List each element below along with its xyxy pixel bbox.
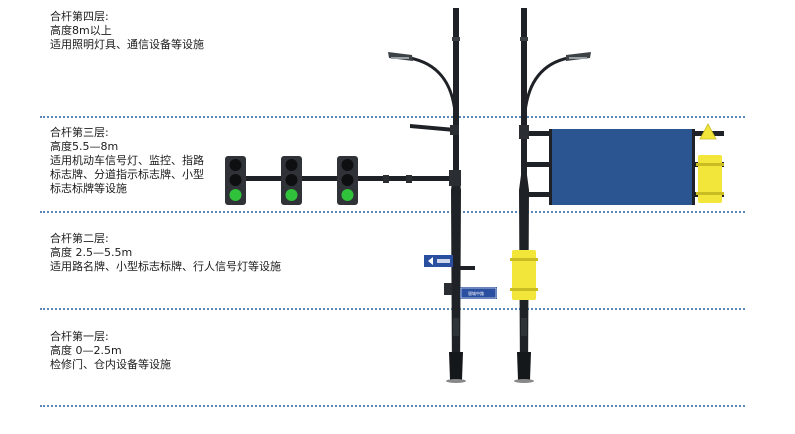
yellow-equipment-box-strap	[510, 258, 538, 261]
left-pole-base-shadow	[446, 379, 466, 383]
left-signal-arm-clamp	[406, 175, 412, 183]
layer-3-usage-line: 标志牌、分道指示标志牌、小型	[50, 168, 204, 181]
yellow-sign-strap	[696, 192, 724, 195]
traffic-signal	[337, 156, 358, 205]
signal-yellow-lamp-off	[229, 174, 242, 186]
layer-4-description: 合杆第四层: 高度8m以上 适用照明灯具、通信设备等设施	[50, 10, 204, 52]
pedestrian-signal-box	[444, 283, 452, 295]
right-lamp-head	[566, 52, 591, 61]
street-name-sign-text: 银城中路	[468, 290, 484, 296]
left-pole: 银城中路	[225, 8, 497, 383]
left-bracket-clamp	[450, 125, 459, 135]
right-lamp-arm	[523, 56, 569, 113]
signal-green-lamp	[229, 189, 242, 201]
layer-divider-2-1	[40, 308, 745, 310]
guide-sign-frame-post	[692, 129, 695, 205]
left-bracket-arm	[410, 124, 455, 132]
right-pole-base-shadow	[514, 379, 534, 383]
guide-sign-frame-post	[549, 129, 552, 205]
left-pole-access-door	[453, 318, 459, 336]
street-name-sign-border	[460, 287, 497, 299]
left-signal-arm-bracket	[449, 170, 461, 186]
layer-divider-base	[40, 405, 745, 407]
layer-2-height: 高度 2.5—5.5m	[50, 246, 133, 259]
traffic-signal	[225, 156, 246, 205]
left-lamp-lens	[391, 57, 409, 59]
guide-sign-panel	[552, 129, 692, 205]
layer-2-usage-line: 适用路名牌、小型标志标牌、行人信号灯等设施	[50, 260, 281, 273]
left-pole-base	[449, 352, 463, 380]
layer-3-title: 合杆第三层:	[50, 126, 109, 139]
pedestrian-signal-bracket	[459, 266, 475, 270]
signal-green-lamp	[285, 189, 298, 201]
warning-triangle-sign	[699, 123, 717, 140]
yellow-equipment-box	[512, 250, 536, 300]
signal-green-lamp	[341, 189, 354, 201]
layer-3-usage-line: 标志标牌等设施	[50, 182, 127, 195]
left-pole-joint	[452, 37, 460, 41]
signal-red-lamp-off	[229, 159, 242, 171]
layer-divider-4-3	[40, 116, 745, 118]
layer-3-usage-line: 适用机动车信号灯、监控、指路	[50, 154, 204, 167]
yellow-sign-panel	[698, 155, 722, 203]
left-signal-arm-clamp	[383, 175, 389, 183]
layer-1-title: 合杆第一层:	[50, 330, 109, 343]
right-pole	[510, 8, 724, 383]
layer-divider-3-2	[40, 211, 745, 213]
layer-3-description: 合杆第三层: 高度5.5—8m 适用机动车信号灯、监控、指路 标志牌、分道指示标…	[50, 126, 204, 196]
yellow-equipment-box-strap	[510, 288, 538, 291]
street-name-sign: 银城中路	[460, 287, 497, 299]
signal-red-lamp-off	[285, 159, 298, 171]
small-direction-sign-text-mark	[437, 259, 450, 263]
layer-1-height: 高度 0—2.5m	[50, 344, 122, 357]
guide-sign-bracket	[519, 125, 529, 139]
traffic-signal	[281, 156, 302, 205]
left-lamp-arm	[409, 56, 457, 113]
signal-yellow-lamp-off	[341, 174, 354, 186]
layer-3-height: 高度5.5—8m	[50, 140, 119, 153]
yellow-sign-strap	[696, 163, 724, 166]
right-pole-access-door	[521, 318, 527, 336]
layer-2-description: 合杆第二层: 高度 2.5—5.5m 适用路名牌、小型标志标牌、行人信号灯等设施	[50, 232, 281, 274]
signal-red-lamp-off	[341, 159, 354, 171]
street-name-sign-panel	[460, 287, 497, 299]
layer-4-title: 合杆第四层:	[50, 10, 109, 23]
layer-1-description: 合杆第一层: 高度 0—2.5m 检修门、仓内设备等设施	[50, 330, 171, 372]
small-direction-sign	[424, 255, 453, 267]
layer-4-height: 高度8m以上	[50, 24, 112, 37]
layer-2-title: 合杆第二层:	[50, 232, 109, 245]
right-lamp-lens	[569, 57, 587, 59]
left-arrow-icon	[428, 257, 433, 265]
right-pole-joint	[520, 37, 528, 41]
right-pole-base	[517, 352, 531, 380]
left-lamp-head	[388, 52, 413, 61]
layer-4-usage-line: 适用照明灯具、通信设备等设施	[50, 38, 204, 51]
signal-yellow-lamp-off	[285, 174, 298, 186]
layer-1-usage-line: 检修门、仓内设备等设施	[50, 358, 171, 371]
